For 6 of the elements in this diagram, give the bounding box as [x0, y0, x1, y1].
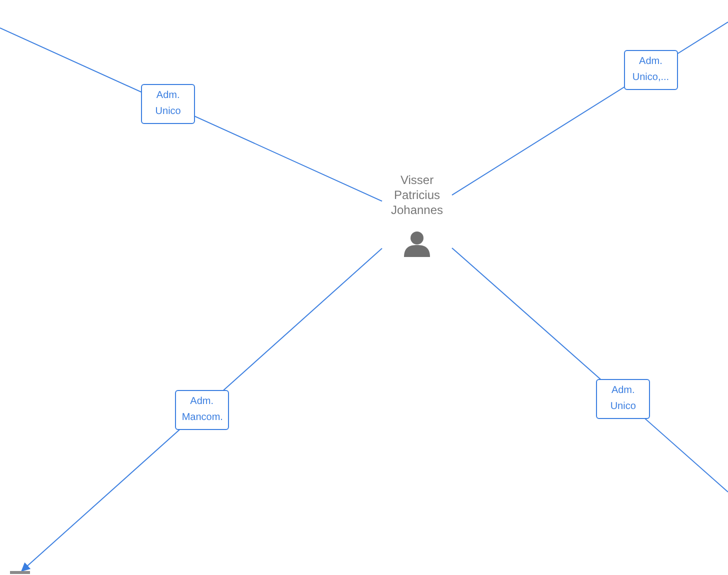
- bar-mark: [10, 571, 30, 574]
- edge-label: Adm. Unico: [141, 84, 196, 124]
- edge-label: Adm. Unico: [596, 379, 650, 420]
- edge-label: Adm. Unico,...: [624, 50, 678, 90]
- person-name: Visser Patricius Johannes: [390, 173, 444, 218]
- edge-label: Adm. Mancom.: [174, 390, 229, 430]
